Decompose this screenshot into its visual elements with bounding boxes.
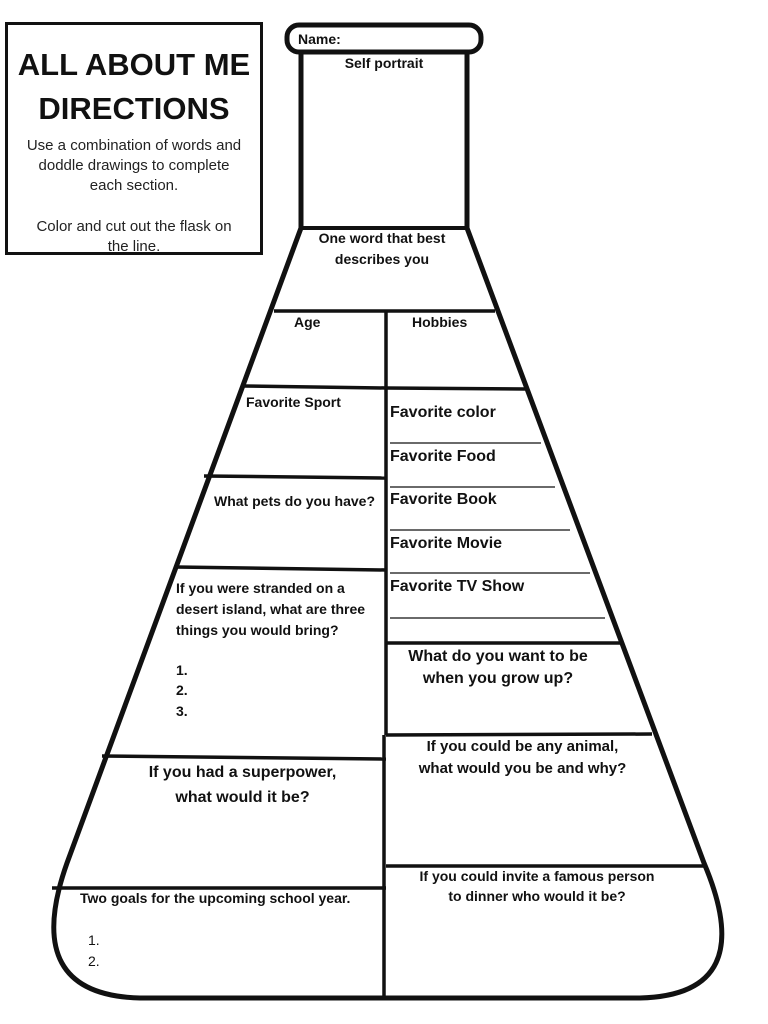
divider-grow-up xyxy=(385,732,653,737)
name-cap-outline xyxy=(284,22,484,55)
divider-pets xyxy=(175,565,387,572)
directions-text1-line1: Use a combination of words and xyxy=(26,137,242,154)
directions-text2-line1: Color and cut out the flask on xyxy=(36,218,232,235)
directions-text1-line3: each section. xyxy=(89,177,179,194)
island-item-3: 3. xyxy=(176,703,188,719)
one-word-label-line1: One word that best xyxy=(318,230,446,246)
favorite-color-label: Favorite color xyxy=(390,404,496,421)
directions-text2-line2: the line. xyxy=(107,238,161,255)
superpower-question-line1: If you had a superpower, xyxy=(148,764,337,781)
directions-title-line1: ALL ABOUT ME xyxy=(17,47,251,82)
island-question-line3: things you would bring? xyxy=(176,622,339,638)
directions-box: ALL ABOUT ME DIRECTIONS Use a combinatio… xyxy=(5,22,263,255)
island-item-1: 1. xyxy=(176,662,188,678)
grow-up-question-line1: What do you want to be xyxy=(408,648,588,665)
directions-text1-line2: doddle drawings to complete xyxy=(38,157,230,174)
favorite-tv-show-label: Favorite TV Show xyxy=(390,578,525,595)
directions-title-line2: DIRECTIONS xyxy=(38,91,230,126)
animal-question-line2: what would you be and why? xyxy=(418,760,627,777)
famous-person-question-line2: to dinner who would it be? xyxy=(448,888,626,904)
pets-label: What pets do you have? xyxy=(214,493,376,509)
goal-item-1: 1. xyxy=(88,932,100,948)
age-label: Age xyxy=(294,314,321,330)
island-question-line2: desert island, what are three xyxy=(176,601,366,617)
favorite-food-label: Favorite Food xyxy=(390,448,496,465)
grow-up-question-line2: when you grow up? xyxy=(422,670,574,687)
flask-body-outline xyxy=(51,225,725,1001)
favorite-sport-label: Favorite Sport xyxy=(246,394,341,410)
island-question-line1: If you were stranded on a xyxy=(176,580,345,596)
goal-item-2: 2. xyxy=(88,953,100,969)
divider-hobbies xyxy=(385,386,526,391)
famous-person-question-line1: If you could invite a famous person xyxy=(419,868,655,884)
superpower-question-line2: what would it be? xyxy=(175,789,310,806)
name-label: Name: xyxy=(298,31,341,47)
divider-age xyxy=(243,384,387,390)
hobbies-label: Hobbies xyxy=(412,314,468,330)
goals-title: Two goals for the upcoming school year. xyxy=(80,890,351,906)
favorite-movie-label: Favorite Movie xyxy=(390,535,503,552)
one-word-label-line2: describes you xyxy=(334,251,430,267)
divider-island xyxy=(101,754,387,761)
island-item-2: 2. xyxy=(176,682,188,698)
divider-sport xyxy=(203,474,387,480)
favorite-book-label: Favorite Book xyxy=(390,491,497,508)
animal-question-line1: If you could be any animal, xyxy=(426,738,619,755)
self-portrait-label: Self portrait xyxy=(344,55,424,71)
